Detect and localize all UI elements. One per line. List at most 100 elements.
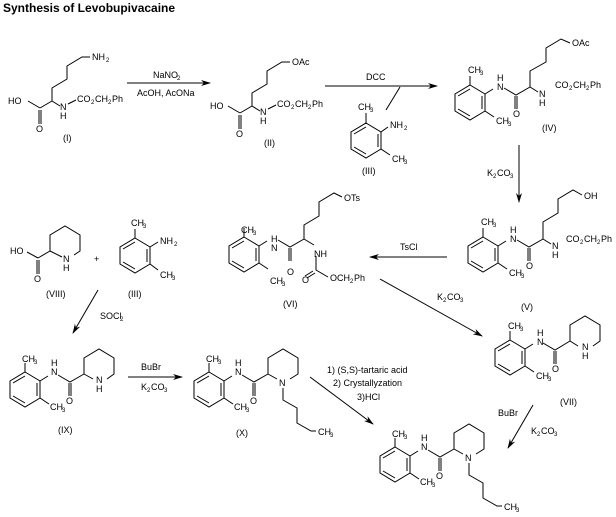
svg-text:3: 3 [253, 231, 257, 237]
svg-text:N: N [552, 241, 559, 251]
compound-VIII: HO O N H (VIII) [10, 225, 81, 299]
svg-text:O: O [66, 396, 73, 406]
svg-text:(III): (III) [362, 166, 376, 176]
svg-text:NH: NH [390, 120, 403, 130]
svg-text:O: O [302, 275, 309, 285]
svg-text:O: O [526, 261, 533, 271]
svg-text:(V): (V) [521, 302, 533, 312]
svg-text:HO: HO [8, 96, 22, 106]
svg-text:NH: NH [160, 236, 173, 246]
svg-text:BuBr: BuBr [498, 408, 518, 418]
svg-text:3: 3 [521, 274, 525, 280]
svg-text:Ph: Ph [601, 234, 612, 244]
svg-text:3: 3 [246, 408, 250, 414]
svg-text:3: 3 [554, 432, 558, 438]
svg-text:CH: CH [318, 427, 331, 437]
svg-text:2: 2 [177, 76, 181, 82]
svg-text:N: N [51, 367, 58, 377]
svg-text:CO: CO [497, 168, 511, 178]
svg-text:(I): (I) [63, 133, 72, 143]
svg-text:CO: CO [541, 426, 555, 436]
svg-text:(III): (III) [128, 289, 142, 299]
svg-text:CH: CH [392, 429, 405, 439]
svg-text:N: N [582, 342, 589, 352]
svg-text:3: 3 [218, 360, 222, 366]
svg-text:3: 3 [548, 377, 552, 383]
svg-text:O: O [36, 124, 43, 134]
svg-text:O: O [287, 267, 294, 277]
svg-text:3: 3 [172, 276, 176, 282]
svg-text:OH: OH [584, 191, 598, 201]
svg-text:2: 2 [404, 126, 408, 132]
svg-text:NH: NH [314, 249, 327, 259]
svg-text:O: O [513, 109, 520, 119]
svg-text:3: 3 [164, 388, 168, 394]
svg-text:3: 3 [508, 122, 512, 128]
reaction-arrow-8: 1) (S,S)-tartaric acid 2) Crystallyzatio… [309, 365, 408, 425]
svg-text:2: 2 [106, 58, 110, 64]
svg-text:3: 3 [330, 433, 334, 439]
scheme-title: Synthesis of Levobupivacaine [3, 1, 176, 15]
svg-text:2: 2 [350, 279, 354, 285]
svg-text:N: N [96, 375, 103, 385]
svg-text:BuBr: BuBr [141, 362, 161, 372]
svg-text:CH: CH [50, 402, 63, 412]
svg-text:2: 2 [493, 174, 497, 180]
reaction-arrow-2: DCC [325, 72, 438, 111]
compound-III-bottom: CH 3 NH 2 CH 3 (III) [119, 218, 178, 299]
compound-IV: CH 3 OAc H N O N H CO 2 CH 2 Ph CH 3 (IV… [454, 38, 601, 133]
svg-text:K: K [141, 382, 147, 392]
svg-text:Ph: Ph [312, 99, 323, 109]
svg-text:2: 2 [108, 100, 112, 106]
svg-text:(IV): (IV) [542, 123, 557, 133]
svg-text:N: N [421, 442, 428, 452]
svg-text:(IX): (IX) [58, 425, 73, 435]
svg-text:(VI): (VI) [283, 299, 298, 309]
svg-text:3: 3 [520, 327, 524, 333]
svg-text:3: 3 [493, 223, 497, 229]
svg-text:O: O [436, 471, 443, 481]
svg-text:2: 2 [580, 240, 584, 246]
svg-text:CH: CH [295, 99, 308, 109]
svg-text:3: 3 [516, 508, 520, 514]
svg-text:H: H [235, 358, 242, 368]
compound-III-top: CH 3 NH 2 CH 3 (III) [350, 102, 408, 176]
svg-text:K: K [531, 426, 537, 436]
svg-text:OAc: OAc [292, 57, 310, 67]
svg-text:HO: HO [210, 101, 224, 111]
svg-text:CO: CO [77, 94, 91, 104]
svg-text:2) Crystallyzation: 2) Crystallyzation [333, 378, 402, 388]
svg-text:CH: CH [358, 102, 371, 112]
svg-text:OAc: OAc [572, 38, 590, 48]
svg-text:H: H [421, 433, 428, 443]
svg-text:CH: CH [509, 268, 522, 278]
svg-text:2: 2 [91, 100, 95, 106]
svg-text:CH: CH [573, 80, 586, 90]
svg-text:CH: CH [504, 502, 517, 512]
svg-text:3: 3 [404, 160, 408, 166]
svg-text:O: O [34, 274, 41, 284]
svg-text:3: 3 [432, 483, 436, 489]
svg-text:AcOH, AcONa: AcOH, AcONa [137, 88, 195, 98]
svg-text:N: N [497, 82, 504, 92]
svg-text:H: H [260, 116, 267, 126]
svg-text:CO: CO [277, 99, 291, 109]
svg-text:3: 3 [143, 224, 147, 230]
svg-text:H: H [271, 234, 278, 244]
svg-text:CH: CH [584, 234, 597, 244]
svg-text:H: H [63, 263, 70, 273]
svg-text:3)HCl: 3)HCl [357, 392, 380, 402]
svg-text:2: 2 [147, 388, 151, 394]
compound-VII: CH 3 H N O N H CH 3 (VII) [494, 315, 601, 407]
svg-text:3: 3 [460, 298, 464, 304]
svg-text:DCC: DCC [366, 72, 386, 82]
svg-text:Ph: Ph [590, 80, 601, 90]
reaction-arrow-6: SOCl 2 [72, 289, 124, 334]
svg-text:H: H [539, 98, 546, 108]
svg-text:CH: CH [160, 270, 173, 280]
svg-text:CH: CH [131, 218, 144, 228]
svg-text:H: H [582, 351, 589, 361]
svg-text:N: N [465, 453, 472, 463]
svg-text:CO: CO [151, 382, 165, 392]
